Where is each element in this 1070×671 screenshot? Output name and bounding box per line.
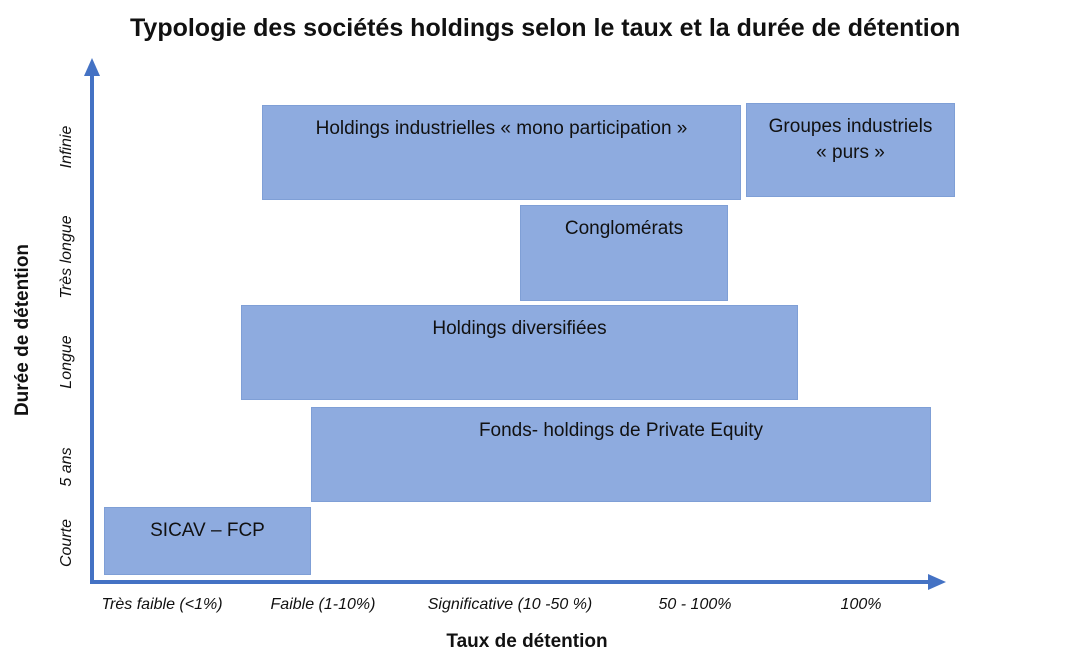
box-private-equity: Fonds- holdings de Private Equity — [311, 407, 931, 502]
box-holdings-mono-participation: Holdings industrielles « mono participat… — [262, 105, 741, 200]
y-tick-label: 5 ans — [58, 447, 75, 487]
x-axis-arrowhead — [928, 574, 946, 590]
y-tick-label: Courte — [58, 518, 75, 568]
y-axis-title-text: Durée de détention — [12, 243, 33, 417]
x-tick-50-100: 50 - 100% — [658, 596, 732, 613]
diagram-title: Typologie des sociétés holdings selon le… — [130, 14, 961, 42]
box-label: SICAV – FCP — [150, 520, 265, 541]
box-label: Holdings diversifiées — [432, 318, 607, 339]
box-label: Fonds- holdings de Private Equity — [478, 420, 764, 441]
x-tick-tres-faible: Très faible (<1%) — [101, 596, 223, 613]
box-label: Conglomérats — [564, 218, 684, 239]
box-label-line2: « purs » — [816, 142, 885, 163]
box-sicav-fcp: SICAV – FCP — [104, 507, 311, 575]
box-label: Holdings industrielles « mono participat… — [315, 118, 688, 139]
box-holdings-diversifiees: Holdings diversifiées — [241, 305, 798, 400]
box-groupes-industriels-purs: Groupes industriels « purs » — [746, 103, 955, 197]
x-axis-title: Taux de détention — [446, 631, 608, 652]
box-conglomerats: Conglomérats — [520, 205, 728, 301]
x-tick-faible: Faible (1-10%) — [270, 596, 376, 613]
box-label-line1: Groupes industriels — [768, 116, 933, 137]
y-axis-arrowhead — [84, 58, 100, 76]
x-tick-significative: Significative (10 -50 %) — [427, 596, 593, 613]
y-tick-label: Infinie — [58, 125, 75, 169]
x-tick-100: 100% — [840, 596, 882, 613]
y-tick-label: Longue — [58, 335, 75, 389]
y-tick-label: Très longue — [58, 215, 75, 299]
